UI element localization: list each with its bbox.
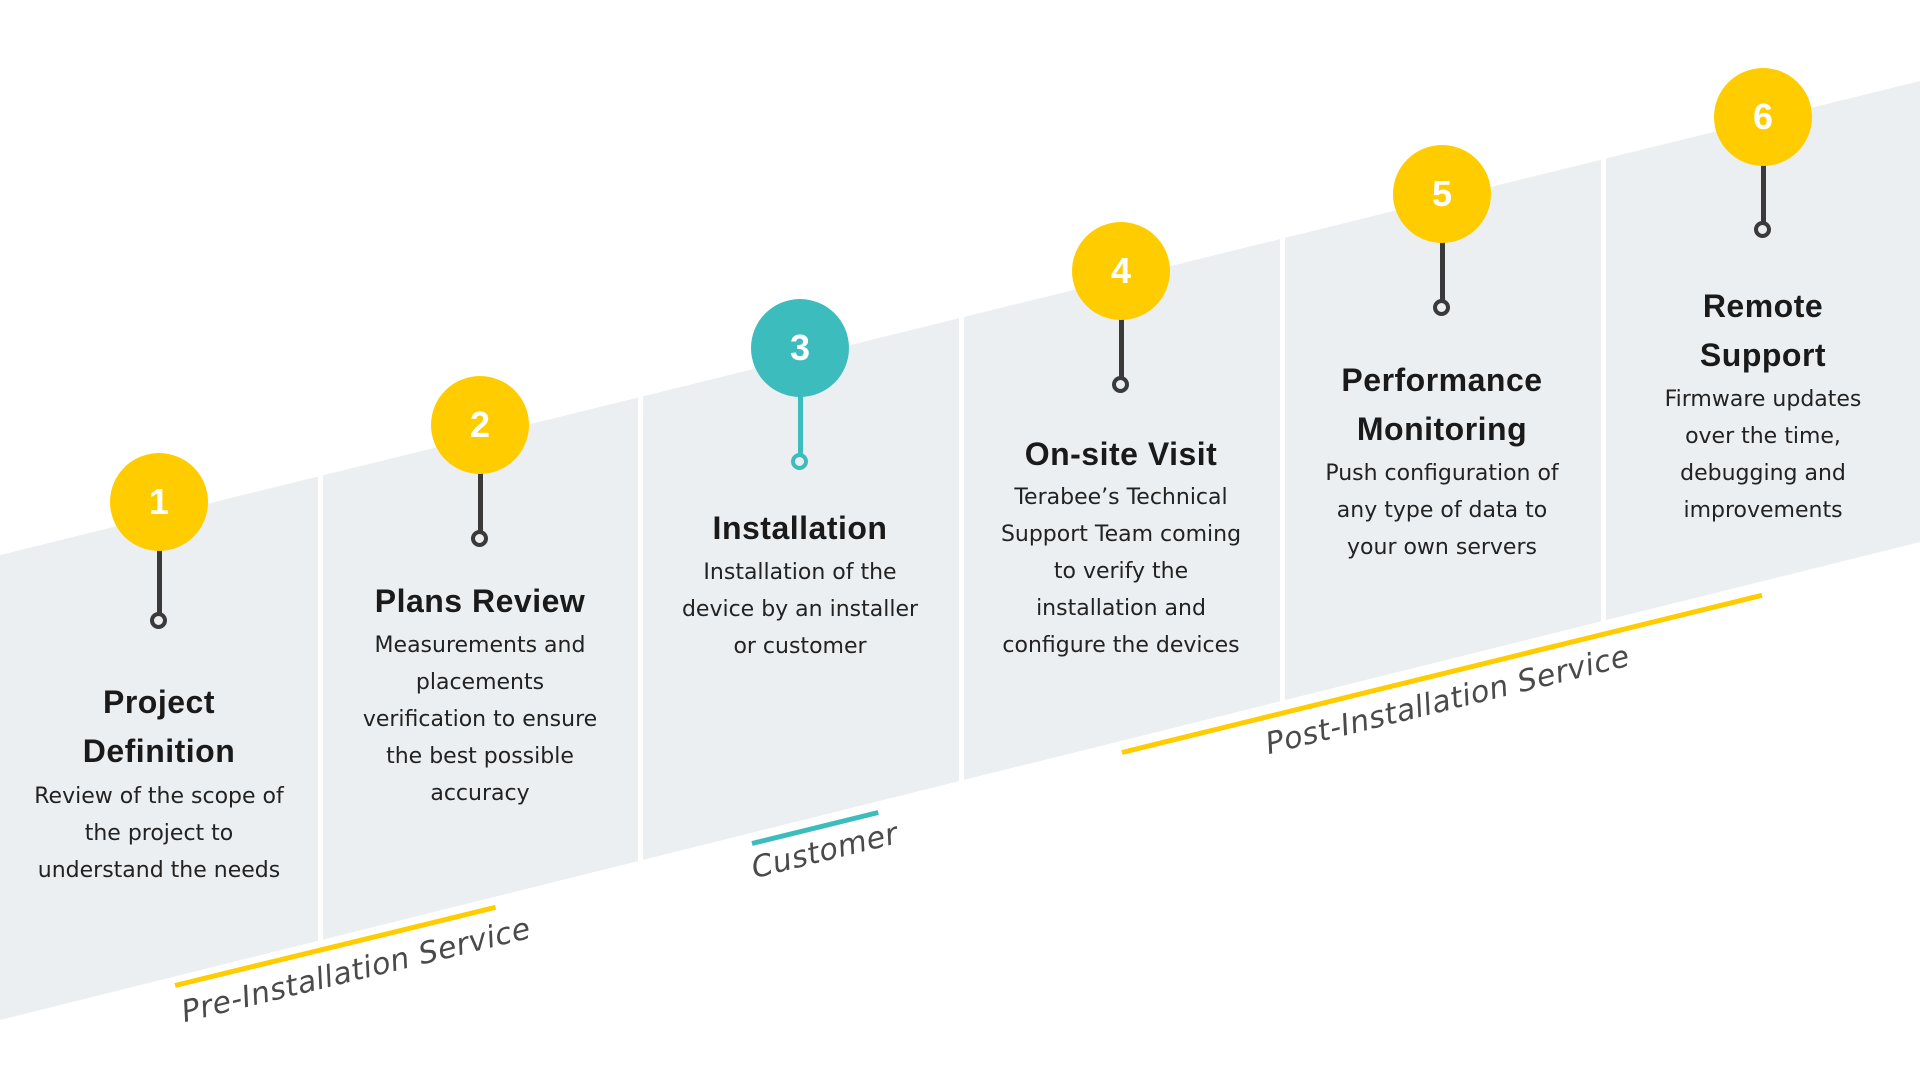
connector-stem — [1761, 160, 1766, 228]
step-number-badge: 3 — [751, 299, 849, 397]
column-divider — [638, 0, 643, 1080]
step-number-badge: 4 — [1072, 222, 1170, 320]
step-description-line: Support Team coming — [1000, 522, 1242, 547]
step-description-line: accuracy — [430, 781, 530, 806]
step-title: Project Definition — [1, 678, 317, 776]
step-title: On-site Visit — [963, 430, 1279, 479]
step-number: 2 — [469, 404, 491, 445]
step-number-badge: 5 — [1393, 145, 1491, 243]
step-number: 5 — [1431, 173, 1453, 214]
step-3: 3 Installation Installation of the devic… — [642, 0, 958, 1080]
step-2: 2 Plans Review Measurements and placemen… — [322, 0, 638, 1080]
step-description-line: to verify the — [1053, 559, 1189, 584]
connector-ring-icon — [791, 453, 808, 470]
step-description-line: device by an installer — [681, 597, 919, 622]
step-6: 6 Remote Support Firmware updates over t… — [1605, 0, 1920, 1080]
connector-stem — [798, 391, 803, 459]
step-description-line: Terabee’s Technical — [1014, 485, 1228, 510]
step-description: Measurements and placements verification… — [322, 627, 638, 812]
step-title: Plans Review — [322, 577, 638, 626]
step-title-line: Definition — [82, 733, 236, 769]
step-description: Push configuration of any type of data t… — [1284, 455, 1600, 566]
step-description-line: placements — [415, 670, 545, 695]
step-description: Installation of the device by an install… — [642, 554, 958, 665]
step-description-line: Firmware updates — [1664, 387, 1862, 412]
step-title-line: Remote — [1702, 288, 1824, 324]
step-description-line: your own servers — [1347, 535, 1537, 560]
connector-ring-icon — [1754, 221, 1771, 238]
step-number: 6 — [1752, 96, 1774, 137]
step-title-line: Installation — [712, 510, 888, 546]
step-title-line: Project — [103, 684, 215, 720]
step-description-line: Push configuration of — [1325, 461, 1559, 486]
step-title: Remote Support — [1605, 282, 1920, 380]
step-number: 4 — [1110, 250, 1132, 291]
column-divider — [959, 0, 964, 1080]
step-description-line: over the time, — [1685, 424, 1841, 449]
connector-ring-icon — [471, 530, 488, 547]
step-title-line: Monitoring — [1356, 411, 1528, 447]
step-number-badge: 1 — [110, 453, 208, 551]
step-description-line: any type of data to — [1336, 498, 1548, 523]
step-description-line: or customer — [733, 634, 867, 659]
step-description-line: improvements — [1683, 498, 1843, 523]
step-description-line: Installation of the — [703, 560, 897, 585]
step-description-line: verification to ensure — [362, 707, 598, 732]
step-4: 4 On-site Visit Terabee’s Technical Supp… — [963, 0, 1279, 1080]
connector-stem — [1119, 314, 1124, 382]
step-description-line: the best possible — [386, 744, 574, 769]
step-5: 5 Performance Monitoring Push configurat… — [1284, 0, 1600, 1080]
step-description: Firmware updates over the time, debuggin… — [1605, 381, 1920, 529]
step-description-line: Review of the scope of — [34, 784, 284, 809]
step-description-line: Measurements and — [374, 633, 586, 658]
step-title: Performance Monitoring — [1284, 356, 1600, 454]
step-number: 1 — [148, 481, 170, 522]
step-description: Terabee’s Technical Support Team coming … — [963, 479, 1279, 664]
step-1: 1 Project Definition Review of the scope… — [1, 0, 317, 1080]
connector-stem — [478, 468, 483, 536]
step-number: 3 — [789, 327, 811, 368]
step-title-line: Performance — [1341, 362, 1543, 398]
step-description-line: debugging and — [1680, 461, 1846, 486]
step-description-line: understand the needs — [37, 858, 281, 883]
connector-ring-icon — [150, 612, 167, 629]
connector-stem — [1440, 237, 1445, 305]
step-title: Installation — [642, 504, 958, 553]
step-number-badge: 2 — [431, 376, 529, 474]
column-divider — [318, 0, 323, 1080]
column-divider — [1280, 0, 1285, 1080]
step-description-line: the project to — [84, 821, 234, 846]
step-number-badge: 6 — [1714, 68, 1812, 166]
step-description: Review of the scope of the project to un… — [1, 778, 317, 889]
connector-stem — [157, 545, 162, 613]
connector-ring-icon — [1433, 299, 1450, 316]
step-description-line: configure the devices — [1002, 633, 1240, 658]
connector-ring-icon — [1112, 376, 1129, 393]
column-divider — [1601, 0, 1606, 1080]
step-title-line: Plans Review — [374, 583, 586, 619]
step-description-line: installation and — [1036, 596, 1206, 621]
step-title-line: Support — [1699, 337, 1827, 373]
step-title-line: On-site Visit — [1024, 436, 1218, 472]
